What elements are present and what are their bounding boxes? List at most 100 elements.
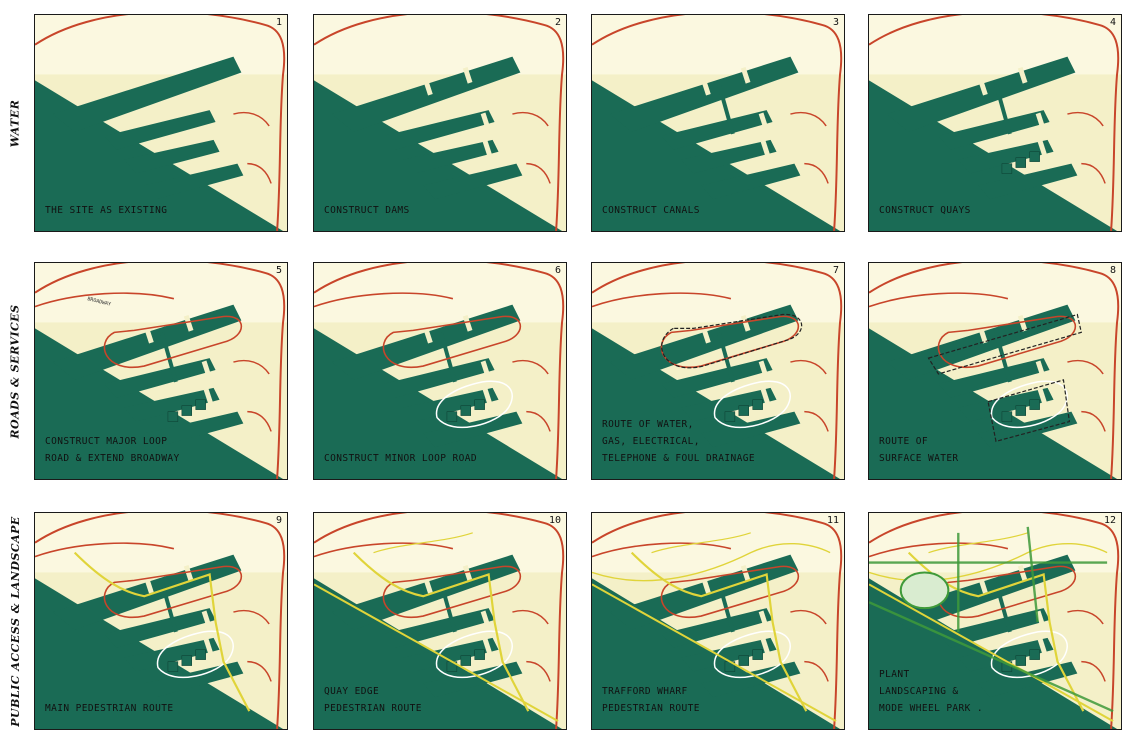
dock-arm xyxy=(104,358,216,398)
dam xyxy=(482,140,493,157)
dam xyxy=(1017,564,1028,582)
dam xyxy=(203,638,214,655)
panel-caption: CONSTRUCT DAMS xyxy=(324,202,410,219)
row-label-water: WATER xyxy=(8,99,22,147)
panel-number: 5 xyxy=(275,265,282,276)
dam xyxy=(183,564,194,582)
dam xyxy=(701,78,711,96)
caption-line: MAIN PEDESTRIAN ROUTE xyxy=(45,703,174,714)
quay-block xyxy=(474,649,485,660)
spur-road xyxy=(1081,162,1106,184)
dock-basin xyxy=(609,56,799,132)
ship-canal-water xyxy=(35,578,284,729)
panel-number: 7 xyxy=(832,265,839,276)
dock-arm xyxy=(701,411,801,448)
quay-block xyxy=(1029,399,1040,410)
caption-line: CONSTRUCT CANALS xyxy=(602,205,700,216)
trafford-wharf-route xyxy=(592,543,831,582)
perimeter-road xyxy=(314,263,565,479)
dam xyxy=(462,66,473,84)
spur-road xyxy=(526,660,551,682)
panel-caption: MAIN PEDESTRIAN ROUTE xyxy=(45,700,174,717)
caption-line: SURFACE WATER xyxy=(879,453,959,464)
broadway-extension xyxy=(869,292,1009,308)
dock-basin xyxy=(609,304,799,380)
mode-wheel-park xyxy=(899,571,950,610)
quay-block xyxy=(738,655,750,666)
dock-arm xyxy=(681,637,777,672)
dock-arm xyxy=(978,661,1078,698)
major-loop-road xyxy=(382,315,521,369)
site-map xyxy=(314,15,566,231)
site-map xyxy=(592,513,844,729)
dam xyxy=(701,326,711,344)
dock-arm xyxy=(144,661,244,698)
perimeter-road xyxy=(592,513,843,729)
dam xyxy=(482,638,493,655)
caption-line: THE SITE AS EXISTING xyxy=(45,205,168,216)
perimeter-road xyxy=(35,263,286,479)
dam xyxy=(423,576,433,594)
perimeter-road xyxy=(35,15,286,231)
spur-road xyxy=(512,359,549,375)
panel-number: 2 xyxy=(554,17,561,28)
quay-block xyxy=(1015,157,1027,168)
canal xyxy=(439,331,457,383)
dock-arm xyxy=(423,163,523,200)
spur-road xyxy=(790,609,827,625)
dam xyxy=(423,78,433,96)
caption-line: PLANT xyxy=(879,669,910,680)
main-pedestrian-route xyxy=(630,551,808,712)
spur-road xyxy=(1067,359,1104,375)
dam xyxy=(480,112,491,130)
canal xyxy=(994,331,1012,383)
panel-caption: THE SITE AS EXISTING xyxy=(45,202,167,219)
broadway-extension xyxy=(592,292,732,308)
dock-arm xyxy=(403,637,499,672)
spur-road xyxy=(526,410,551,432)
panel-number: 11 xyxy=(826,515,839,526)
row-label-roads-services: ROADS & SERVICES xyxy=(8,303,22,439)
spur-road xyxy=(1067,609,1104,625)
broadway-extension xyxy=(869,542,1009,558)
perimeter-road xyxy=(592,263,843,479)
dam xyxy=(462,564,473,582)
spur-road xyxy=(1067,111,1104,127)
dock-basin xyxy=(886,554,1076,630)
dock-basin xyxy=(609,554,799,630)
quay-edge-route xyxy=(928,532,1028,554)
dock-arm xyxy=(978,411,1078,448)
spur-road xyxy=(512,111,549,127)
spur-road xyxy=(790,359,827,375)
caption-line: CONSTRUCT QUAYS xyxy=(879,205,971,216)
dam xyxy=(1035,112,1046,130)
dock-arm xyxy=(661,110,773,150)
dam xyxy=(740,314,751,332)
site-map xyxy=(314,513,566,729)
panel-caption: ROUTE OF WATER,GAS, ELECTRICAL,TELEPHONE… xyxy=(602,416,755,467)
panel-number: 1 xyxy=(275,17,282,28)
quay-block xyxy=(446,411,458,422)
site-map xyxy=(869,15,1121,231)
planted-avenue xyxy=(1026,526,1039,623)
quay-block xyxy=(181,655,193,666)
site-map xyxy=(35,513,287,729)
panel-number: 10 xyxy=(548,515,561,526)
quay-edge-route xyxy=(314,583,559,722)
dock-arm xyxy=(701,163,801,200)
caption-line: CONSTRUCT MINOR LOOP ROAD xyxy=(324,453,477,464)
dock-arm xyxy=(144,163,244,200)
dam xyxy=(1017,66,1028,84)
dam xyxy=(740,564,751,582)
dock-basin xyxy=(52,56,242,132)
quay-block xyxy=(195,649,206,660)
major-loop-road xyxy=(382,565,521,619)
dock-basin xyxy=(331,304,521,380)
